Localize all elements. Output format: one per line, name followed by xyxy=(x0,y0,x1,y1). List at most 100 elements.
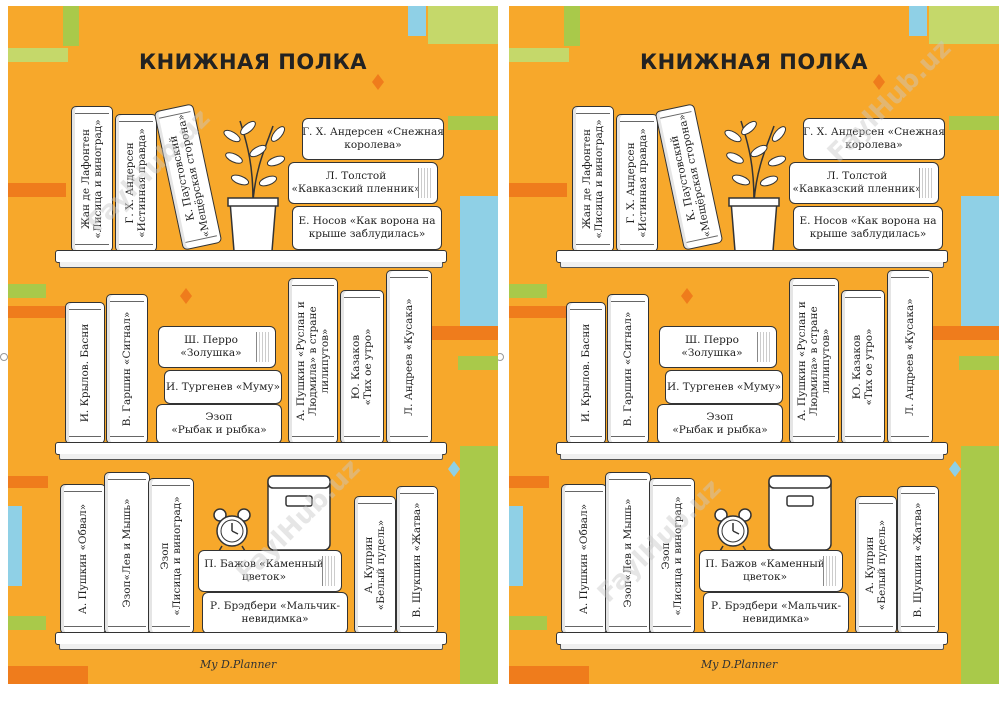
diamond-icon xyxy=(180,288,192,304)
book-kuprin[interactable]: А. Куприн «Белый пудель» xyxy=(354,496,396,634)
book-title: Г. Х. Андерсен «Снежная королева» xyxy=(302,126,444,151)
book-title: Жан де Лафонтен «Лисица и виноград» xyxy=(581,119,605,239)
book-aesop-lion[interactable]: Эзоп«Лев и Мышь» xyxy=(605,472,651,634)
book-krylov[interactable]: И. Крылов. Басни xyxy=(65,302,105,444)
book-pages xyxy=(757,332,770,362)
poster-left: КНИЖНАЯ ПОЛКА Жан де Лафонтен «Лисица и … xyxy=(8,6,498,684)
book-nosov[interactable]: Е. Носов «Как ворона на крыше заблудилас… xyxy=(793,206,943,250)
book-title: В. Гаршин «Сигнал» xyxy=(121,311,133,427)
book-andersen-snow-queen[interactable]: Г. Х. Андерсен «Снежная королева» xyxy=(302,118,444,160)
book-kuprin[interactable]: А. Куприн «Белый пудель» xyxy=(855,496,897,634)
book-nosov[interactable]: Е. Носов «Как ворона на крыше заблудилас… xyxy=(292,206,442,250)
book-aesop-fox[interactable]: Эзоп «Лисица и виноград» xyxy=(148,478,194,634)
diamond-icon xyxy=(448,461,460,477)
book-aesop-fisherman[interactable]: Эзоп «Рыбак и рыбка» xyxy=(657,404,783,444)
page-handle-left[interactable] xyxy=(0,353,8,361)
book-andersen-snow-queen[interactable]: Г. Х. Андерсен «Снежная королева» xyxy=(803,118,945,160)
book-tolstoy[interactable]: Л. Толстой «Кавказский пленник» xyxy=(288,162,438,204)
book-title: А. Куприн «Белый пудель» xyxy=(363,519,387,611)
alarm-clock-icon xyxy=(714,508,752,552)
book-perrault[interactable]: Ш. Перро «Золушка» xyxy=(158,326,276,368)
signature-logo: My D.Planner xyxy=(701,658,778,671)
poster-title: КНИЖНАЯ ПОЛКА xyxy=(639,50,869,74)
book-title: И. Крылов. Басни xyxy=(79,323,91,423)
book-title: Л. Андреев «Кусака» xyxy=(403,298,415,416)
book-kazakov[interactable]: Ю. Казаков «Тих ое утро» xyxy=(841,290,885,444)
book-title: Жан де Лафонтен «Лисица и виноград» xyxy=(80,119,104,239)
book-pages xyxy=(256,332,269,362)
diamond-icon xyxy=(681,288,693,304)
book-pages xyxy=(823,556,836,586)
book-title: Ю. Казаков «Тих ое утро» xyxy=(350,328,374,406)
poster-right: КНИЖНАЯ ПОЛКА Жан де Лафонтен «Лисица и … xyxy=(509,6,999,684)
book-title: Эзоп «Лисица и виноград» xyxy=(660,496,684,616)
book-title: Эзоп«Лев и Мышь» xyxy=(622,498,634,608)
book-title: Л. Андреев «Кусака» xyxy=(904,298,916,416)
book-title: А. Пушкин «Руслан и Людмила» в стране ли… xyxy=(796,301,832,421)
book-title: Ю. Казаков «Тих ое утро» xyxy=(851,328,875,406)
book-title: Эзоп «Рыбак и рыбка» xyxy=(672,411,768,436)
shelf-1 xyxy=(55,250,447,268)
book-title: П. Бажов «Каменный цветок» xyxy=(705,558,825,583)
book-pushkin-obval[interactable]: А. Пушкин «Обвал» xyxy=(60,484,106,634)
book-aesop-lion[interactable]: Эзоп«Лев и Мышь» xyxy=(104,472,150,634)
book-kazakov[interactable]: Ю. Казаков «Тих ое утро» xyxy=(340,290,384,444)
book-andersen-pravda[interactable]: Г. Х. Андерсен «Истинная правда» xyxy=(115,114,157,252)
book-aesop-fox[interactable]: Эзоп «Лисица и виноград» xyxy=(649,478,695,634)
book-shukshin[interactable]: В. Шукшин «Жатва» xyxy=(396,486,438,634)
book-andreev[interactable]: Л. Андреев «Кусака» xyxy=(386,270,432,444)
book-title: Эзоп «Лисица и виноград» xyxy=(159,496,183,616)
book-title: Е. Носов «Как ворона на крыше заблудилас… xyxy=(799,215,937,240)
shelf-3 xyxy=(556,632,948,650)
book-perrault[interactable]: Ш. Перро «Золушка» xyxy=(659,326,777,368)
book-lafontaine[interactable]: Жан де Лафонтен «Лисица и виноград» xyxy=(71,106,113,252)
book-garshin[interactable]: В. Гаршин «Сигнал» xyxy=(607,294,649,444)
book-title: Л. Толстой «Кавказский пленник» xyxy=(792,170,922,195)
book-aesop-fisherman[interactable]: Эзоп «Рыбак и рыбка» xyxy=(156,404,282,444)
book-title: Р. Брэдбери «Мальчик- невидимка» xyxy=(210,600,340,625)
book-pushkin-ruslan[interactable]: А. Пушкин «Руслан и Людмила» в стране ли… xyxy=(288,278,338,444)
book-garshin[interactable]: В. Гаршин «Сигнал» xyxy=(106,294,148,444)
book-pages xyxy=(322,556,335,586)
book-pushkin-obval[interactable]: А. Пушкин «Обвал» xyxy=(561,484,607,634)
shelf-3 xyxy=(55,632,447,650)
signature-logo: My D.Planner xyxy=(200,658,277,671)
box-icon xyxy=(267,475,331,551)
book-tolstoy[interactable]: Л. Толстой «Кавказский пленник» xyxy=(789,162,939,204)
book-title: Ш. Перро «Золушка» xyxy=(180,334,242,359)
book-turgenev[interactable]: И. Тургенев «Муму» xyxy=(164,370,282,404)
book-pushkin-ruslan[interactable]: А. Пушкин «Руслан и Людмила» в стране ли… xyxy=(789,278,839,444)
book-title: И. Крылов. Басни xyxy=(580,323,592,423)
book-title: Г. Х. Андерсен «Снежная королева» xyxy=(803,126,945,151)
book-bradbury[interactable]: Р. Брэдбери «Мальчик- невидимка» xyxy=(703,592,849,634)
book-bazhov[interactable]: П. Бажов «Каменный цветок» xyxy=(198,550,342,592)
plant-icon xyxy=(724,120,787,252)
book-pages xyxy=(418,168,431,198)
diamond-icon xyxy=(372,74,384,90)
book-title: Л. Толстой «Кавказский пленник» xyxy=(291,170,421,195)
book-title: Ш. Перро «Золушка» xyxy=(681,334,743,359)
shelf-2 xyxy=(55,442,447,460)
diamond-icon xyxy=(949,461,961,477)
book-title: В. Шукшин «Жатва» xyxy=(912,502,924,618)
book-andreev[interactable]: Л. Андреев «Кусака» xyxy=(887,270,933,444)
book-title: Г. Х. Андерсен «Истинная правда» xyxy=(625,128,649,238)
background-shapes xyxy=(509,6,999,684)
book-krylov[interactable]: И. Крылов. Басни xyxy=(566,302,606,444)
book-andersen-pravda[interactable]: Г. Х. Андерсен «Истинная правда» xyxy=(616,114,658,252)
book-title: В. Шукшин «Жатва» xyxy=(411,502,423,618)
diamond-icon xyxy=(873,74,885,90)
shelf-1 xyxy=(556,250,948,268)
book-title: В. Гаршин «Сигнал» xyxy=(622,311,634,427)
book-bazhov[interactable]: П. Бажов «Каменный цветок» xyxy=(699,550,843,592)
book-bradbury[interactable]: Р. Брэдбери «Мальчик- невидимка» xyxy=(202,592,348,634)
book-title: А. Куприн «Белый пудель» xyxy=(864,519,888,611)
book-title: Эзоп «Рыбак и рыбка» xyxy=(171,411,267,436)
book-turgenev[interactable]: И. Тургенев «Муму» xyxy=(665,370,783,404)
book-lafontaine[interactable]: Жан де Лафонтен «Лисица и виноград» xyxy=(572,106,614,252)
book-shukshin[interactable]: В. Шукшин «Жатва» xyxy=(897,486,939,634)
book-title: Р. Брэдбери «Мальчик- невидимка» xyxy=(711,600,841,625)
alarm-clock-icon xyxy=(213,508,251,552)
book-title: И. Тургенев «Муму» xyxy=(165,380,281,393)
book-title: Эзоп«Лев и Мышь» xyxy=(121,498,133,608)
